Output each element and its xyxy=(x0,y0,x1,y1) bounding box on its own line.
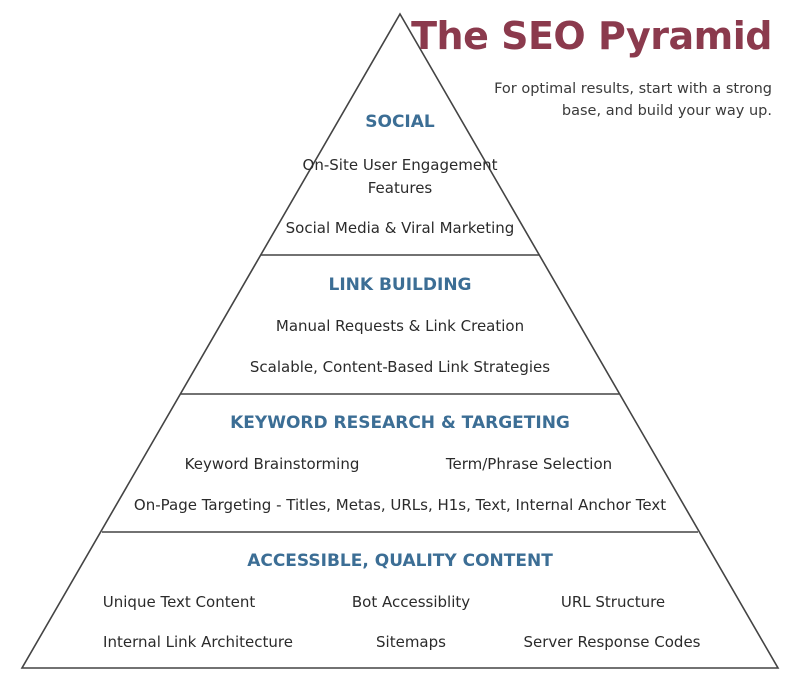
pyramid-outline xyxy=(20,12,780,669)
tier-item-bot-accessibility: Bot Accessiblity xyxy=(351,593,471,611)
page-title: The SEO Pyramid xyxy=(411,14,772,58)
tier-heading-social: SOCIAL xyxy=(365,112,435,132)
tier-item-server-response-codes: Server Response Codes xyxy=(523,633,701,651)
tier-heading-quality-content: ACCESSIBLE, QUALITY CONTENT xyxy=(247,551,553,571)
tier-item-sitemaps: Sitemaps xyxy=(376,633,446,651)
tier-item-keyword-brainstorming: Keyword Brainstorming xyxy=(184,455,360,473)
tier-item-manual-requests: Manual Requests & Link Creation xyxy=(275,317,525,335)
tier-item-internal-link-architecture: Internal Link Architecture xyxy=(103,633,293,651)
tier-item-term-phrase-selection: Term/Phrase Selection xyxy=(445,455,613,473)
tier-item-url-structure: URL Structure xyxy=(560,593,666,611)
tier-item-onsite-engagement: On-Site User Engagement Features xyxy=(302,156,498,197)
tier-heading-link-building: LINK BUILDING xyxy=(328,275,472,295)
tier-item-social-media: Social Media & Viral Marketing xyxy=(285,219,515,237)
tier-item-unique-text-content: Unique Text Content xyxy=(102,593,256,611)
page-subtitle: For optimal results, start with a strong… xyxy=(494,81,772,119)
tier-heading-keyword-research: KEYWORD RESEARCH & TARGETING xyxy=(230,413,570,433)
tier-item-on-page-targeting: On-Page Targeting - Titles, Metas, URLs,… xyxy=(133,496,667,514)
tier-item-scalable-link-strategies: Scalable, Content-Based Link Strategies xyxy=(249,358,551,376)
